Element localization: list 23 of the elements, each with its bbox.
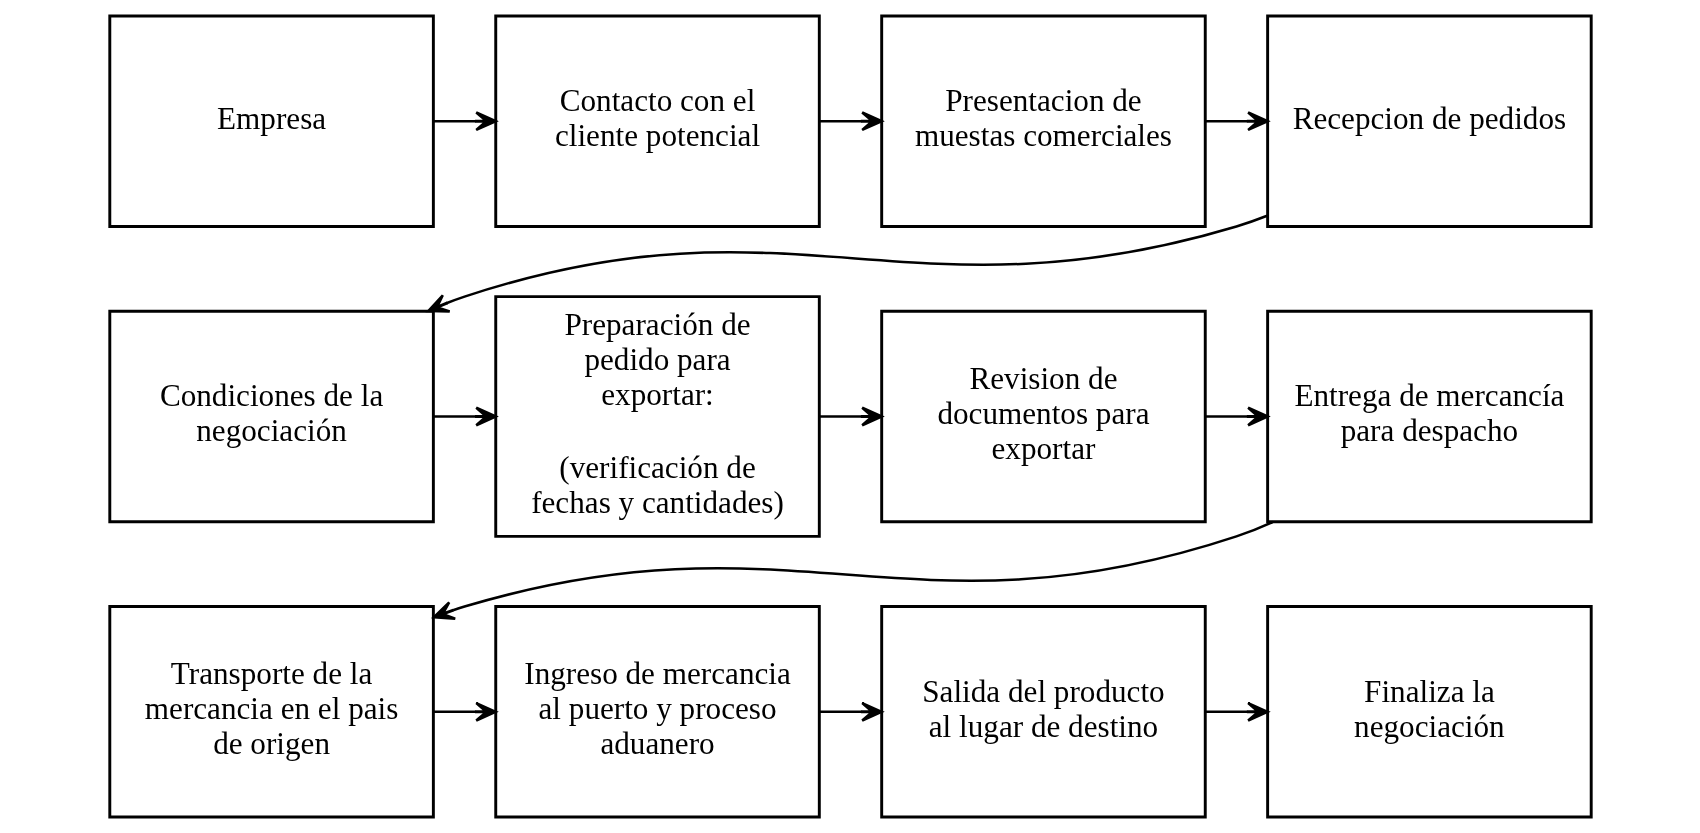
node-box: Finaliza la negociación [1265, 605, 1593, 819]
node-box: Preparación de pedido para exportar: (verificación de fechas y cantidades) [493, 295, 821, 538]
arrow [1205, 701, 1269, 722]
arrow [433, 111, 497, 132]
arrow [432, 520, 1273, 621]
node-box: Entrega de mercancía para despacho [1265, 309, 1593, 524]
arrow [819, 701, 883, 722]
arrow [1205, 406, 1269, 427]
node-box: Recepcion de pedidos [1265, 14, 1593, 228]
arrow [433, 406, 497, 427]
node-box: Revision de documentos para exportar [879, 309, 1207, 524]
arrow [426, 214, 1268, 313]
arrow [1205, 111, 1269, 132]
node-box: Contacto con el cliente potencial [493, 14, 821, 228]
arrow [819, 406, 883, 427]
node-box: Ingreso de mercancia al puerto y proceso aduanero [493, 605, 821, 819]
node-box: Presentacion de muestas comerciales [879, 14, 1207, 228]
node-box: Condiciones de la negociación [107, 309, 435, 524]
node-box: Transporte de la mercancia en el pais de origen [107, 605, 435, 819]
arrow [433, 701, 497, 722]
node-box: Salida del producto al lugar de destino [879, 605, 1207, 819]
arrow [819, 111, 883, 132]
node-box: Empresa [107, 14, 435, 228]
